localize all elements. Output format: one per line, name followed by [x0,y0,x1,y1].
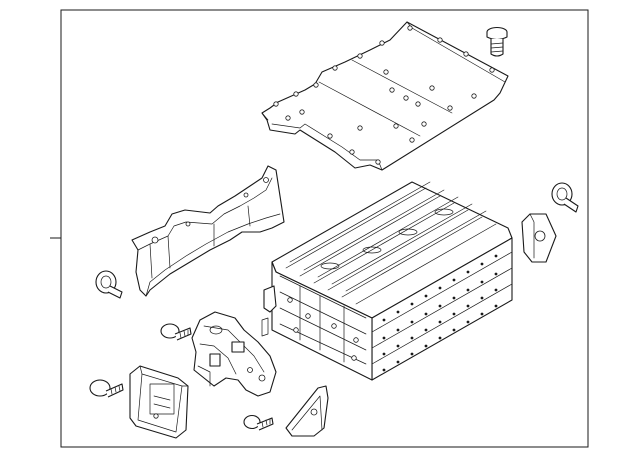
diagram-frame [60,9,589,448]
bolt-icon [89,379,124,398]
mount-bracket-icon [521,213,557,263]
bolt-icon [486,26,508,57]
bracket-rail-icon [131,165,285,297]
grommet-icon [95,270,123,299]
top-cover-plate-icon [261,21,509,171]
bolt-icon [160,323,192,341]
bolt-icon [243,414,274,431]
grommet-icon [551,182,579,213]
control-module-icon [129,365,189,439]
battery-module-assembly-icon [261,181,513,381]
corner-brace-icon [285,385,329,437]
junction-box-icon [191,311,277,397]
